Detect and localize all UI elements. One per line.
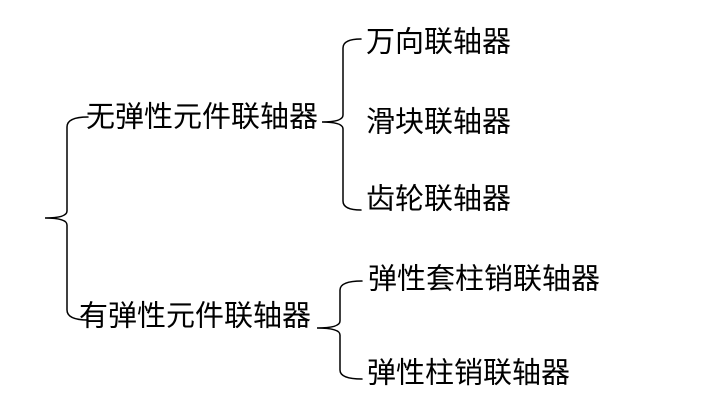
group-label-elastic-couplings: 有弹性元件联轴器 bbox=[79, 300, 312, 333]
leaf-elastic-pin-coupling: 弹性柱销联轴器 bbox=[367, 357, 571, 390]
rigid-children-brace bbox=[321, 38, 362, 211]
leaf-gear-coupling: 齿轮联轴器 bbox=[366, 183, 512, 216]
elastic-children-brace bbox=[316, 280, 363, 380]
root-brace bbox=[44, 116, 89, 321]
group-label-rigid-couplings: 无弹性元件联轴器 bbox=[86, 101, 319, 134]
leaf-slider-coupling: 滑块联轴器 bbox=[366, 106, 512, 139]
leaf-universal-coupling: 万向联轴器 bbox=[366, 26, 512, 59]
leaf-elastic-sleeve-pin-coupling: 弹性套柱销联轴器 bbox=[368, 263, 601, 296]
